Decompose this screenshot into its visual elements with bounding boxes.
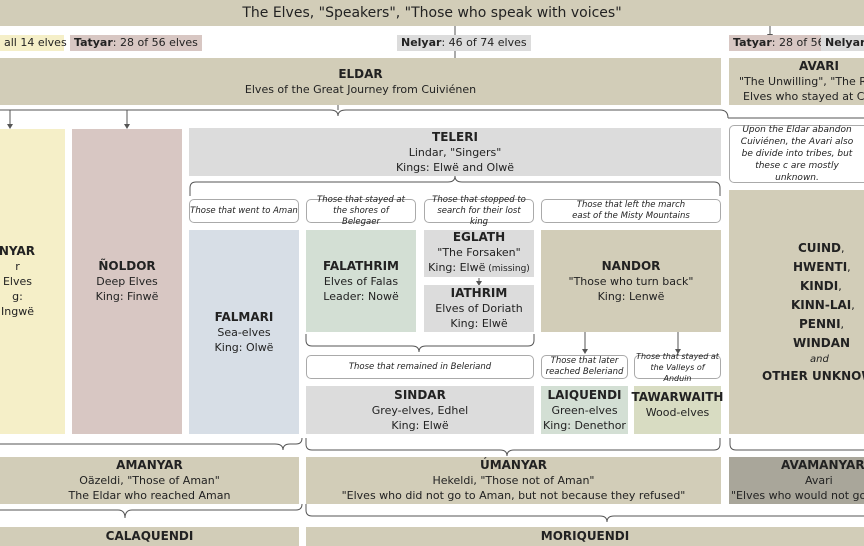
moriquendi-box: MORIQUENDI [306,527,864,546]
tawarwaith-box: TAWARWAITH Wood-elves [632,386,723,434]
sindar-box: SINDAR Grey-elves, Edhel King: Elwë [306,386,534,434]
laiquendi-box: LAIQUENDI Green-elves King: Denethor [541,386,628,434]
noldor-box: ÑOLDOR Deep Elves King: Finwë [72,129,182,434]
note-later-beleriand: Those that later reached Beleriand [541,355,628,379]
page-title: The Elves, "Speakers", "Those who speak … [242,4,622,21]
avari-box: AVARI "The Unwilling", "The Re Elves who… [729,58,864,105]
note-misty-mountains: Those that left the march east of the Mi… [541,199,721,223]
iathrim-box: IATHRIM Elves of Doriath King: Elwë [424,285,534,332]
note-valleys-anduin: Those that stayed at the Valleys of Andu… [634,352,721,383]
calaquendi-box: CALAQUENDI [0,527,299,546]
vanyar-box: ANYAR r Elves g: Ingwë [0,129,65,434]
note-remained-beleriand: Those that remained in Beleriand [306,355,534,379]
header-bar: The Elves, "Speakers", "Those who speak … [0,0,864,26]
avari-note: Upon the Eldar abandon Cuiviénen, the Av… [729,125,864,183]
teleri-box: TELERI Lindar, "Singers" Kings: Elwë and… [189,128,721,176]
eldar-box: ELDAR Elves of the Great Journey from Cu… [0,58,721,105]
avari-tribes-box: CUIND, HWENTI, KINDI, KINN-LAI, PENNI, W… [729,190,864,434]
note-went-to-aman: Those that went to Aman [189,199,299,223]
tag-nelyar-right: Nelyar [821,35,864,51]
amanyar-box: AMANYAR Oäzeldi, "Those of Aman" The Eld… [0,457,299,504]
tag-tatyar-left: Tatyar: 28 of 56 elves [70,35,202,51]
falmari-box: FALMARI Sea-elves King: Olwë [189,230,299,434]
tag-nelyar: Nelyar: 46 of 74 elves [397,35,531,51]
nandor-box: NANDOR "Those who turn back" King: Lenwë [541,230,721,332]
note-lost-king: Those that stopped to search for their l… [424,195,534,227]
eglath-box: EGLATH "The Forsaken" King: Elwë (missin… [424,230,534,277]
tag-all: all 14 elves [0,35,67,51]
avamanyar-box: AVAMANYAR Avari "Elves who would not go … [729,457,864,504]
falathrim-box: FALATHRIM Elves of Falas Leader: Nowë [306,230,416,332]
umanyar-box: ÚMANYAR Hekeldi, "Those not of Aman" "El… [306,457,721,504]
tag-tatyar-right: Tatyar: 28 of 56 [729,35,829,51]
note-shores-belegaer: Those that stayed at the shores of Beleg… [306,195,416,227]
